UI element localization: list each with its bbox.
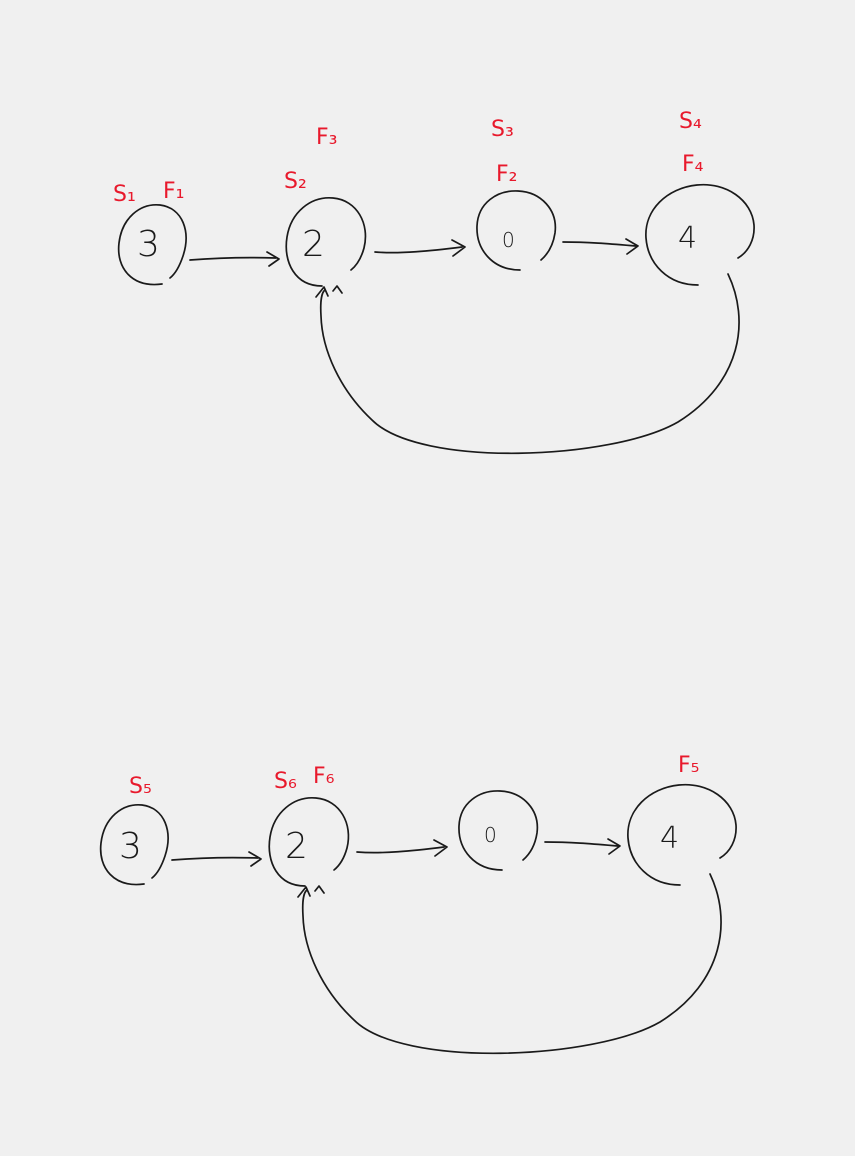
node-1-pointer-label: S₅ (129, 774, 152, 799)
node-2-pointer-label: F₆ (313, 764, 335, 789)
node-2-circle (268, 797, 350, 887)
cycle-arrow-4-to-2 (301, 873, 722, 1055)
node-3-circle (458, 790, 539, 871)
node-2-circle (285, 197, 367, 287)
node-2-pointer-label: S₆ (274, 769, 297, 794)
node-3-pointer-label: S₃ (491, 117, 514, 142)
node-2-value: 2 (302, 224, 325, 265)
arrow-3-to-4 (562, 238, 639, 255)
node-3-pointer-label: F₂ (496, 162, 517, 187)
arrow-1-to-2 (171, 851, 262, 867)
arrow-2-to-3 (374, 239, 466, 257)
cycle-arrowhead (315, 285, 343, 298)
node-2-pointer-label: F₃ (316, 125, 337, 150)
diagram-2: 3 2 0 4 S₅ S₆ F₆ F₅ (99, 753, 737, 1055)
cycle-arrowhead (297, 885, 325, 898)
node-4-circle (645, 183, 755, 286)
node-4-pointer-label: F₅ (678, 753, 699, 778)
node-3-value: 0 (502, 228, 515, 252)
node-1-pointer-label: F₁ (163, 179, 184, 204)
node-4-pointer-label: S₄ (679, 109, 702, 134)
arrow-2-to-3 (356, 839, 448, 857)
diagram-1: 3 2 0 4 S₁ F₁ F₃ S₂ S₃ F₂ S₄ F₄ (113, 109, 755, 455)
node-3-value: 0 (484, 823, 497, 847)
cycle-arrow-4-to-2 (319, 273, 740, 455)
node-4-circle (627, 783, 737, 886)
node-1-pointer-label: S₁ (113, 182, 136, 207)
node-3-circle (476, 190, 557, 271)
arrow-1-to-2 (189, 251, 280, 267)
node-1-value: 3 (119, 826, 142, 867)
node-4-value: 4 (660, 821, 679, 856)
node-2-value: 2 (285, 826, 308, 867)
node-4-pointer-label: F₄ (682, 152, 704, 177)
node-1-circle (99, 804, 169, 886)
node-1-value: 3 (137, 224, 160, 265)
node-2-pointer-label: S₂ (284, 169, 307, 194)
node-4-value: 4 (678, 221, 697, 256)
node-1-circle (117, 204, 187, 286)
arrow-3-to-4 (544, 838, 621, 855)
